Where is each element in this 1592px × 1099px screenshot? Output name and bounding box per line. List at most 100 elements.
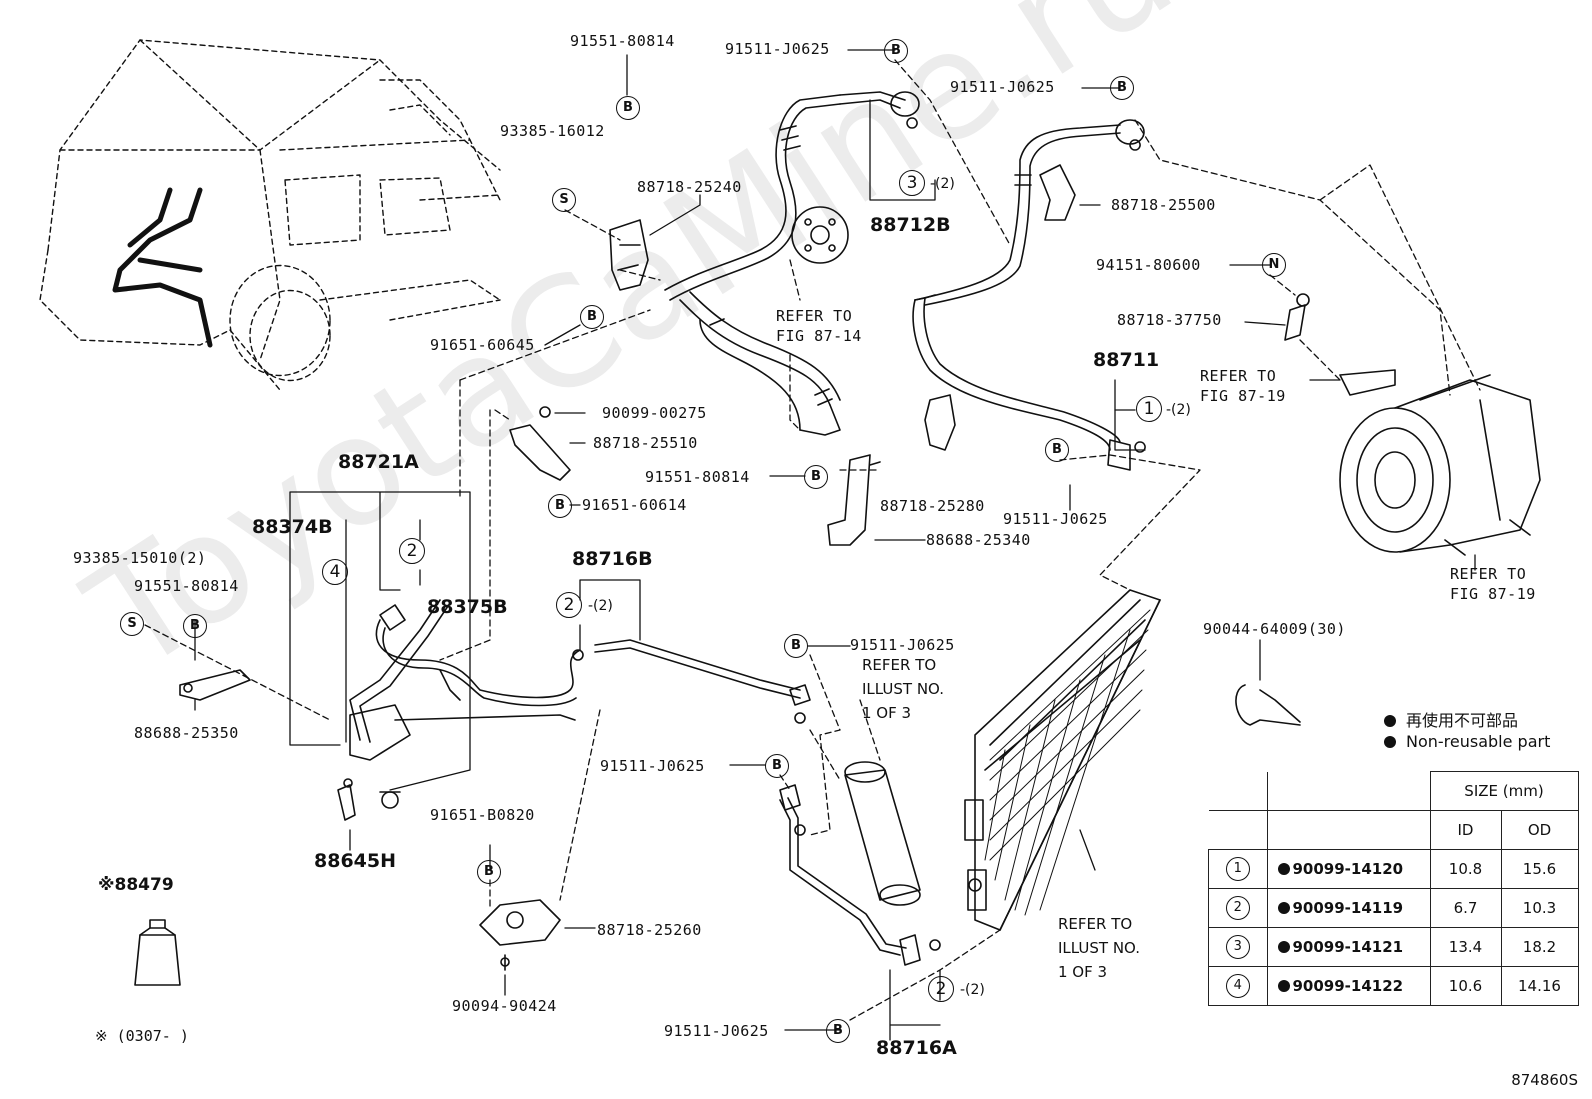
bracket-88688-25340 xyxy=(827,454,881,546)
oring-marker-3: 3 xyxy=(899,170,925,196)
table-row: 2 90099-14119 6.7 10.3 xyxy=(1208,888,1579,928)
part-number: 90099-14119 xyxy=(1292,899,1404,917)
label-88688-25350: 88688-25350 xyxy=(134,724,239,742)
assembly-88716A: 88716A xyxy=(876,1037,957,1059)
row-number: 4 xyxy=(1225,974,1250,998)
non-reusable-icon xyxy=(1277,863,1290,875)
table-row: 1 90099-14120 10.8 15.6 xyxy=(1208,849,1579,889)
label-90044-64009: 90044-64009(30) xyxy=(1203,620,1346,638)
label-94151-80600: 94151-80600 xyxy=(1096,256,1201,274)
hose-88716A xyxy=(779,784,941,966)
marker-b: B xyxy=(765,754,789,778)
label-91551-80814-left: 91551-80814 xyxy=(134,577,239,595)
od-header: OD xyxy=(1500,810,1579,850)
row-number: 3 xyxy=(1225,935,1250,959)
assembly-88374B: 88374B xyxy=(252,516,333,538)
hose-88716B xyxy=(572,639,811,724)
oring-marker-2: 2 xyxy=(556,592,582,618)
non-reusable-icon xyxy=(1277,941,1290,953)
legend-japanese: 再使用不可部品 xyxy=(1384,707,1518,731)
marker-b: B xyxy=(884,39,908,63)
row-number: 2 xyxy=(1225,896,1250,920)
id-value: 10.6 xyxy=(1429,966,1502,1006)
oring-marker-1: 1 xyxy=(1136,396,1162,422)
label-88688-25340: 88688-25340 xyxy=(926,531,1031,549)
row-number: 1 xyxy=(1225,857,1250,881)
vehicle-hose xyxy=(112,187,213,348)
quantity-2: -(2) xyxy=(588,598,613,614)
legend-non-reusable: Non-reusable part xyxy=(1384,732,1550,751)
non-reusable-icon xyxy=(1277,902,1290,914)
part-number: 90099-14121 xyxy=(1292,938,1404,956)
footnote: ※ (0307- ) xyxy=(95,1027,189,1045)
marker-b: B xyxy=(548,494,572,518)
bullet-icon xyxy=(1384,736,1396,748)
od-value: 15.6 xyxy=(1500,849,1579,889)
label-88718-25510: 88718-25510 xyxy=(593,434,698,452)
label-88718-25280: 88718-25280 xyxy=(880,497,985,515)
assembly-88645H: 88645H xyxy=(314,850,397,872)
marker-b: B xyxy=(580,305,604,329)
label-90094-90424: 90094-90424 xyxy=(452,997,557,1015)
cable-tie xyxy=(1235,684,1301,726)
label-88718-37750: 88718-37750 xyxy=(1117,311,1222,329)
condenser-illustration xyxy=(964,589,1161,931)
receiver-dryer xyxy=(844,761,921,906)
label-91511-J0625-f: 91511-J0625 xyxy=(664,1022,769,1040)
marker-b: B xyxy=(477,860,501,884)
quantity-2: -(2) xyxy=(1166,402,1191,418)
bracket-88718-25510 xyxy=(509,406,571,481)
leader-lines xyxy=(194,49,1476,1041)
pressure-switch-88645H xyxy=(337,778,356,821)
clamp-88718-25500 xyxy=(1039,164,1076,221)
quantity-2: -(2) xyxy=(960,982,985,998)
marker-b: B xyxy=(616,96,640,120)
diagram-code: 874860S xyxy=(1511,1071,1578,1089)
non-reusable-icon xyxy=(1277,980,1290,992)
id-value: 13.4 xyxy=(1429,927,1502,967)
pulley-illustration xyxy=(791,206,849,264)
label-91551-80814-mid: 91551-80814 xyxy=(645,468,750,486)
table-row: 4 90099-14122 10.6 14.16 xyxy=(1208,966,1579,1006)
oring-marker-2: 2 xyxy=(928,976,954,1002)
bracket-88718-25280 xyxy=(924,394,956,451)
assembly-88716B: 88716B xyxy=(572,548,653,570)
od-value: 14.16 xyxy=(1500,966,1579,1006)
oring-marker-4: 4 xyxy=(322,559,348,585)
label-91511-J0625-a: 91511-J0625 xyxy=(725,40,830,58)
clamp-88718-25240 xyxy=(609,219,649,291)
label-88718-25260: 88718-25260 xyxy=(597,921,702,939)
marker-s: S xyxy=(120,612,144,636)
assembly-88711: 88711 xyxy=(1093,349,1160,371)
size-header: SIZE (mm) xyxy=(1429,771,1579,811)
tube-88721A xyxy=(349,599,581,809)
connection-dashes xyxy=(144,59,1481,1021)
oring-marker-2: 2 xyxy=(399,538,425,564)
quantity-2: -(2) xyxy=(930,176,955,192)
vehicle-outline xyxy=(39,39,501,391)
label-90099-00275: 90099-00275 xyxy=(602,404,707,422)
label-91651-B0820: 91651-B0820 xyxy=(430,806,535,824)
label-91511-J0625-b: 91511-J0625 xyxy=(950,78,1055,96)
assembly-88721A: 88721A xyxy=(338,451,419,473)
part-number: 90099-14122 xyxy=(1292,977,1404,995)
label-91511-J0625-c: 91511-J0625 xyxy=(1003,510,1108,528)
label-91511-J0625-e: 91511-J0625 xyxy=(600,757,705,775)
clamp-88718-25260 xyxy=(479,899,561,971)
label-93385-16012: 93385-16012 xyxy=(500,122,605,140)
compressor-illustration xyxy=(1339,369,1541,556)
od-value: 10.3 xyxy=(1500,888,1579,928)
oil-part-88479: ※88479 xyxy=(98,875,174,895)
label-91651-60614: 91651-60614 xyxy=(582,496,687,514)
clip-88718-37750 xyxy=(1284,293,1310,341)
marker-s: S xyxy=(552,188,576,212)
label-91551-80814-top: 91551-80814 xyxy=(570,32,675,50)
label-88718-25500: 88718-25500 xyxy=(1111,196,1216,214)
marker-b: B xyxy=(784,634,808,658)
